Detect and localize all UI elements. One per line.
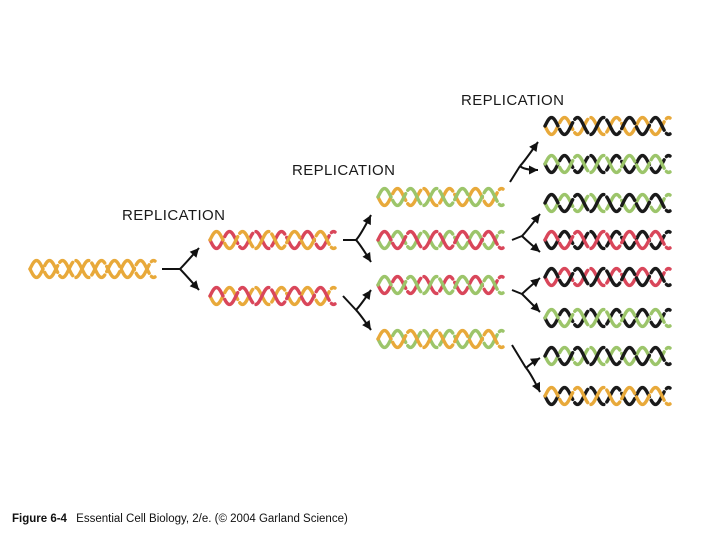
dna-strand-orange	[208, 229, 337, 251]
figure-caption: Figure 6-4 Essential Cell Biology, 2/e. …	[12, 513, 348, 525]
dna-helix-generation-3-5	[543, 266, 672, 288]
helix-layer	[28, 115, 672, 407]
replication-arrow-6	[511, 277, 541, 313]
dna-helix-generation-3-3	[543, 192, 672, 214]
dna-strand-green	[376, 274, 505, 296]
dna-strand-green	[376, 186, 505, 208]
dna-helix-generation-3-8	[543, 385, 672, 407]
dna-helix-generation-2-4	[376, 328, 505, 350]
dna-helix-generation-3-1	[543, 115, 672, 137]
replication-arrow-3	[342, 289, 372, 331]
replication-arrow-5	[511, 213, 541, 253]
dna-helix-generation-3-7	[543, 345, 672, 367]
dna-helix-parent-1	[28, 258, 157, 280]
replication-arrow-7	[511, 344, 541, 393]
dna-helix-generation-3-6	[543, 307, 672, 329]
dna-helix-generation-2-1	[376, 186, 505, 208]
dna-strand-red	[208, 285, 337, 307]
dna-strand-black	[543, 345, 672, 367]
replication-arrow-2	[343, 214, 372, 263]
replication-arrow-4	[509, 141, 539, 183]
dna-strand-orange	[376, 328, 505, 350]
dna-helix-generation-1-2	[208, 285, 337, 307]
figure-number: Figure 6-4	[12, 513, 67, 525]
dna-helix-generation-3-2	[543, 153, 672, 175]
dna-strand-orange	[28, 258, 157, 280]
dna-helix-generation-1-1	[208, 229, 337, 251]
replication-label-1: REPLICATION	[122, 207, 225, 224]
dna-helix-generation-2-3	[376, 274, 505, 296]
dna-strand-black	[543, 115, 672, 137]
dna-strand-red	[376, 229, 505, 251]
dna-strand-green	[543, 153, 672, 175]
dna-strand-orange	[543, 385, 672, 407]
replication-arrow-1	[162, 247, 200, 291]
dna-strand-green	[543, 307, 672, 329]
arrow-layer	[162, 141, 541, 393]
dna-strand-black	[543, 192, 672, 214]
replication-label-2: REPLICATION	[292, 162, 395, 179]
replication-label-3: REPLICATION	[461, 92, 564, 109]
dna-strand-black	[543, 266, 672, 288]
dna-strand-red	[543, 229, 672, 251]
dna-helix-generation-3-4	[543, 229, 672, 251]
dna-helix-generation-2-2	[376, 229, 505, 251]
figure-source: Essential Cell Biology, 2/e. (© 2004 Gar…	[76, 513, 348, 525]
